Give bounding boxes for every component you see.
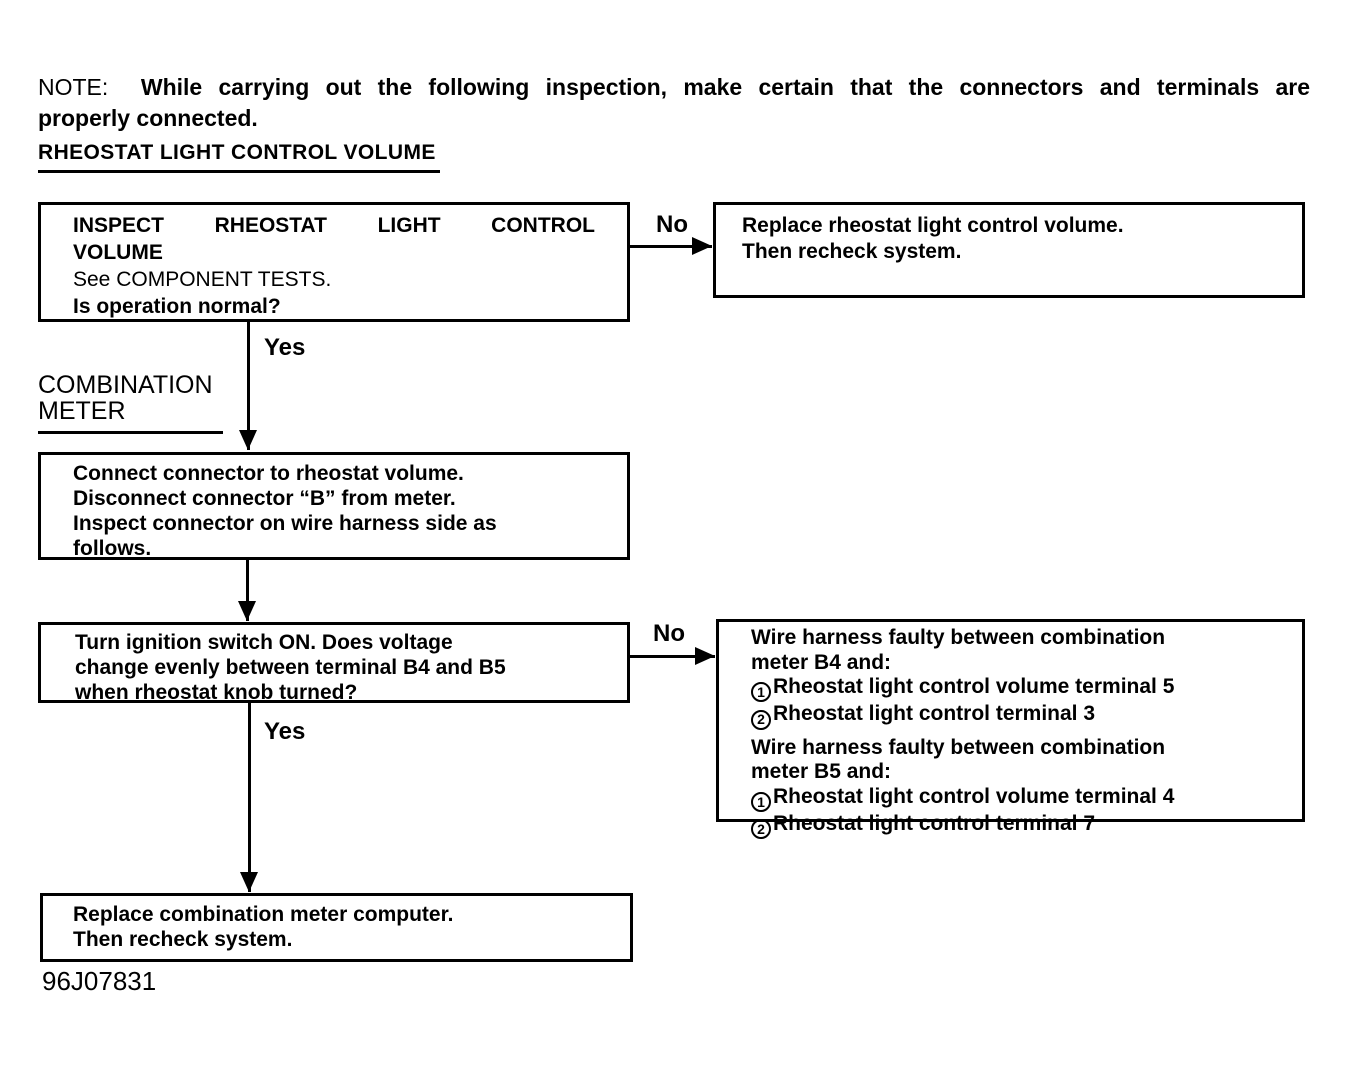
flow-arrow-no-1 [630,237,712,255]
result-item-text: Rheostat light control volume terminal 5 [773,675,1175,698]
flow-arrow-down-2 [238,560,256,621]
step-line: when rheostat knob turned? [75,681,358,704]
result-item-text: Rheostat light control volume terminal 4 [773,784,1175,808]
step-box-inspect-rheostat: INSPECT RHEOSTAT LIGHT CONTROL VOLUME Se… [38,202,630,322]
combination-meter-line-2: METER [38,397,126,425]
note-body-line-1: While carrying out the following inspect… [140,74,1311,100]
note-prefix: NOTE: [38,74,109,100]
note-line-1: NOTE: While carrying out the following i… [38,72,1310,103]
branch-label-yes-2: Yes [264,718,306,745]
circled-number-icon: 1 [751,791,771,812]
see-component-tests-line: See COMPONENT TESTS. [73,268,332,291]
result-line: meter B4 and: [751,650,892,674]
combination-meter-label: COMBINATION METER [38,372,223,434]
result-box-replace-rheostat: Replace rheostat light control volume. T… [713,202,1305,298]
result-line: Replace rheostat light control volume. [742,214,1124,237]
branch-label-no-1: No [656,211,688,238]
result-box-replace-meter: Replace combination meter computer. Then… [40,893,633,962]
step-line: Disconnect connector “B” from meter. [73,487,456,510]
result-line: Replace combination meter computer. [73,903,454,926]
step-title-line-2: VOLUME [73,241,163,264]
section-heading: RHEOSTAT LIGHT CONTROL VOLUME [38,141,440,173]
result-item-text: Rheostat light control terminal 7 [773,811,1096,835]
step-title-line-1: INSPECT RHEOSTAT LIGHT CONTROL [73,214,595,237]
branch-label-no-2: No [653,620,685,647]
step-line: Inspect connector on wire harness side a… [73,512,497,535]
circled-number-icon: 2 [751,709,771,730]
note-body-line-2: properly connected. [38,105,258,131]
question-line: Is operation normal? [73,295,281,318]
combination-meter-line-1: COMBINATION [38,371,213,399]
result-line: Wire harness faulty between combination [751,735,1166,759]
circled-number-icon: 1 [751,682,771,703]
circled-number-icon: 2 [751,819,771,839]
flow-arrow-yes-2 [240,703,258,892]
step-line: follows. [73,537,152,560]
figure-code: 96J07831 [42,966,157,996]
result-box-wire-harness: Wire harness faulty between combination … [716,619,1305,839]
note-text: NOTE: While carrying out the following i… [38,72,1310,134]
step-line: Connect connector to rheostat volume. [73,462,464,485]
result-line: Then recheck system. [742,240,962,263]
step-line: Turn ignition switch ON. Does voltage [75,631,453,654]
result-line: Wire harness faulty between combination [751,626,1166,649]
step-box-connect-connector: Connect connector to rheostat volume. Di… [38,452,630,560]
branch-label-yes-1: Yes [264,334,306,361]
flow-arrow-no-2 [630,647,715,665]
result-item-text: Rheostat light control terminal 3 [773,702,1096,726]
step-box-ignition-voltage: Turn ignition switch ON. Does voltage ch… [38,622,630,704]
flow-arrow-yes-1 [239,322,257,450]
result-line: meter B5 and: [751,760,892,783]
result-line: Then recheck system. [73,928,293,951]
step-line: change evenly between terminal B4 and B5 [75,656,506,679]
